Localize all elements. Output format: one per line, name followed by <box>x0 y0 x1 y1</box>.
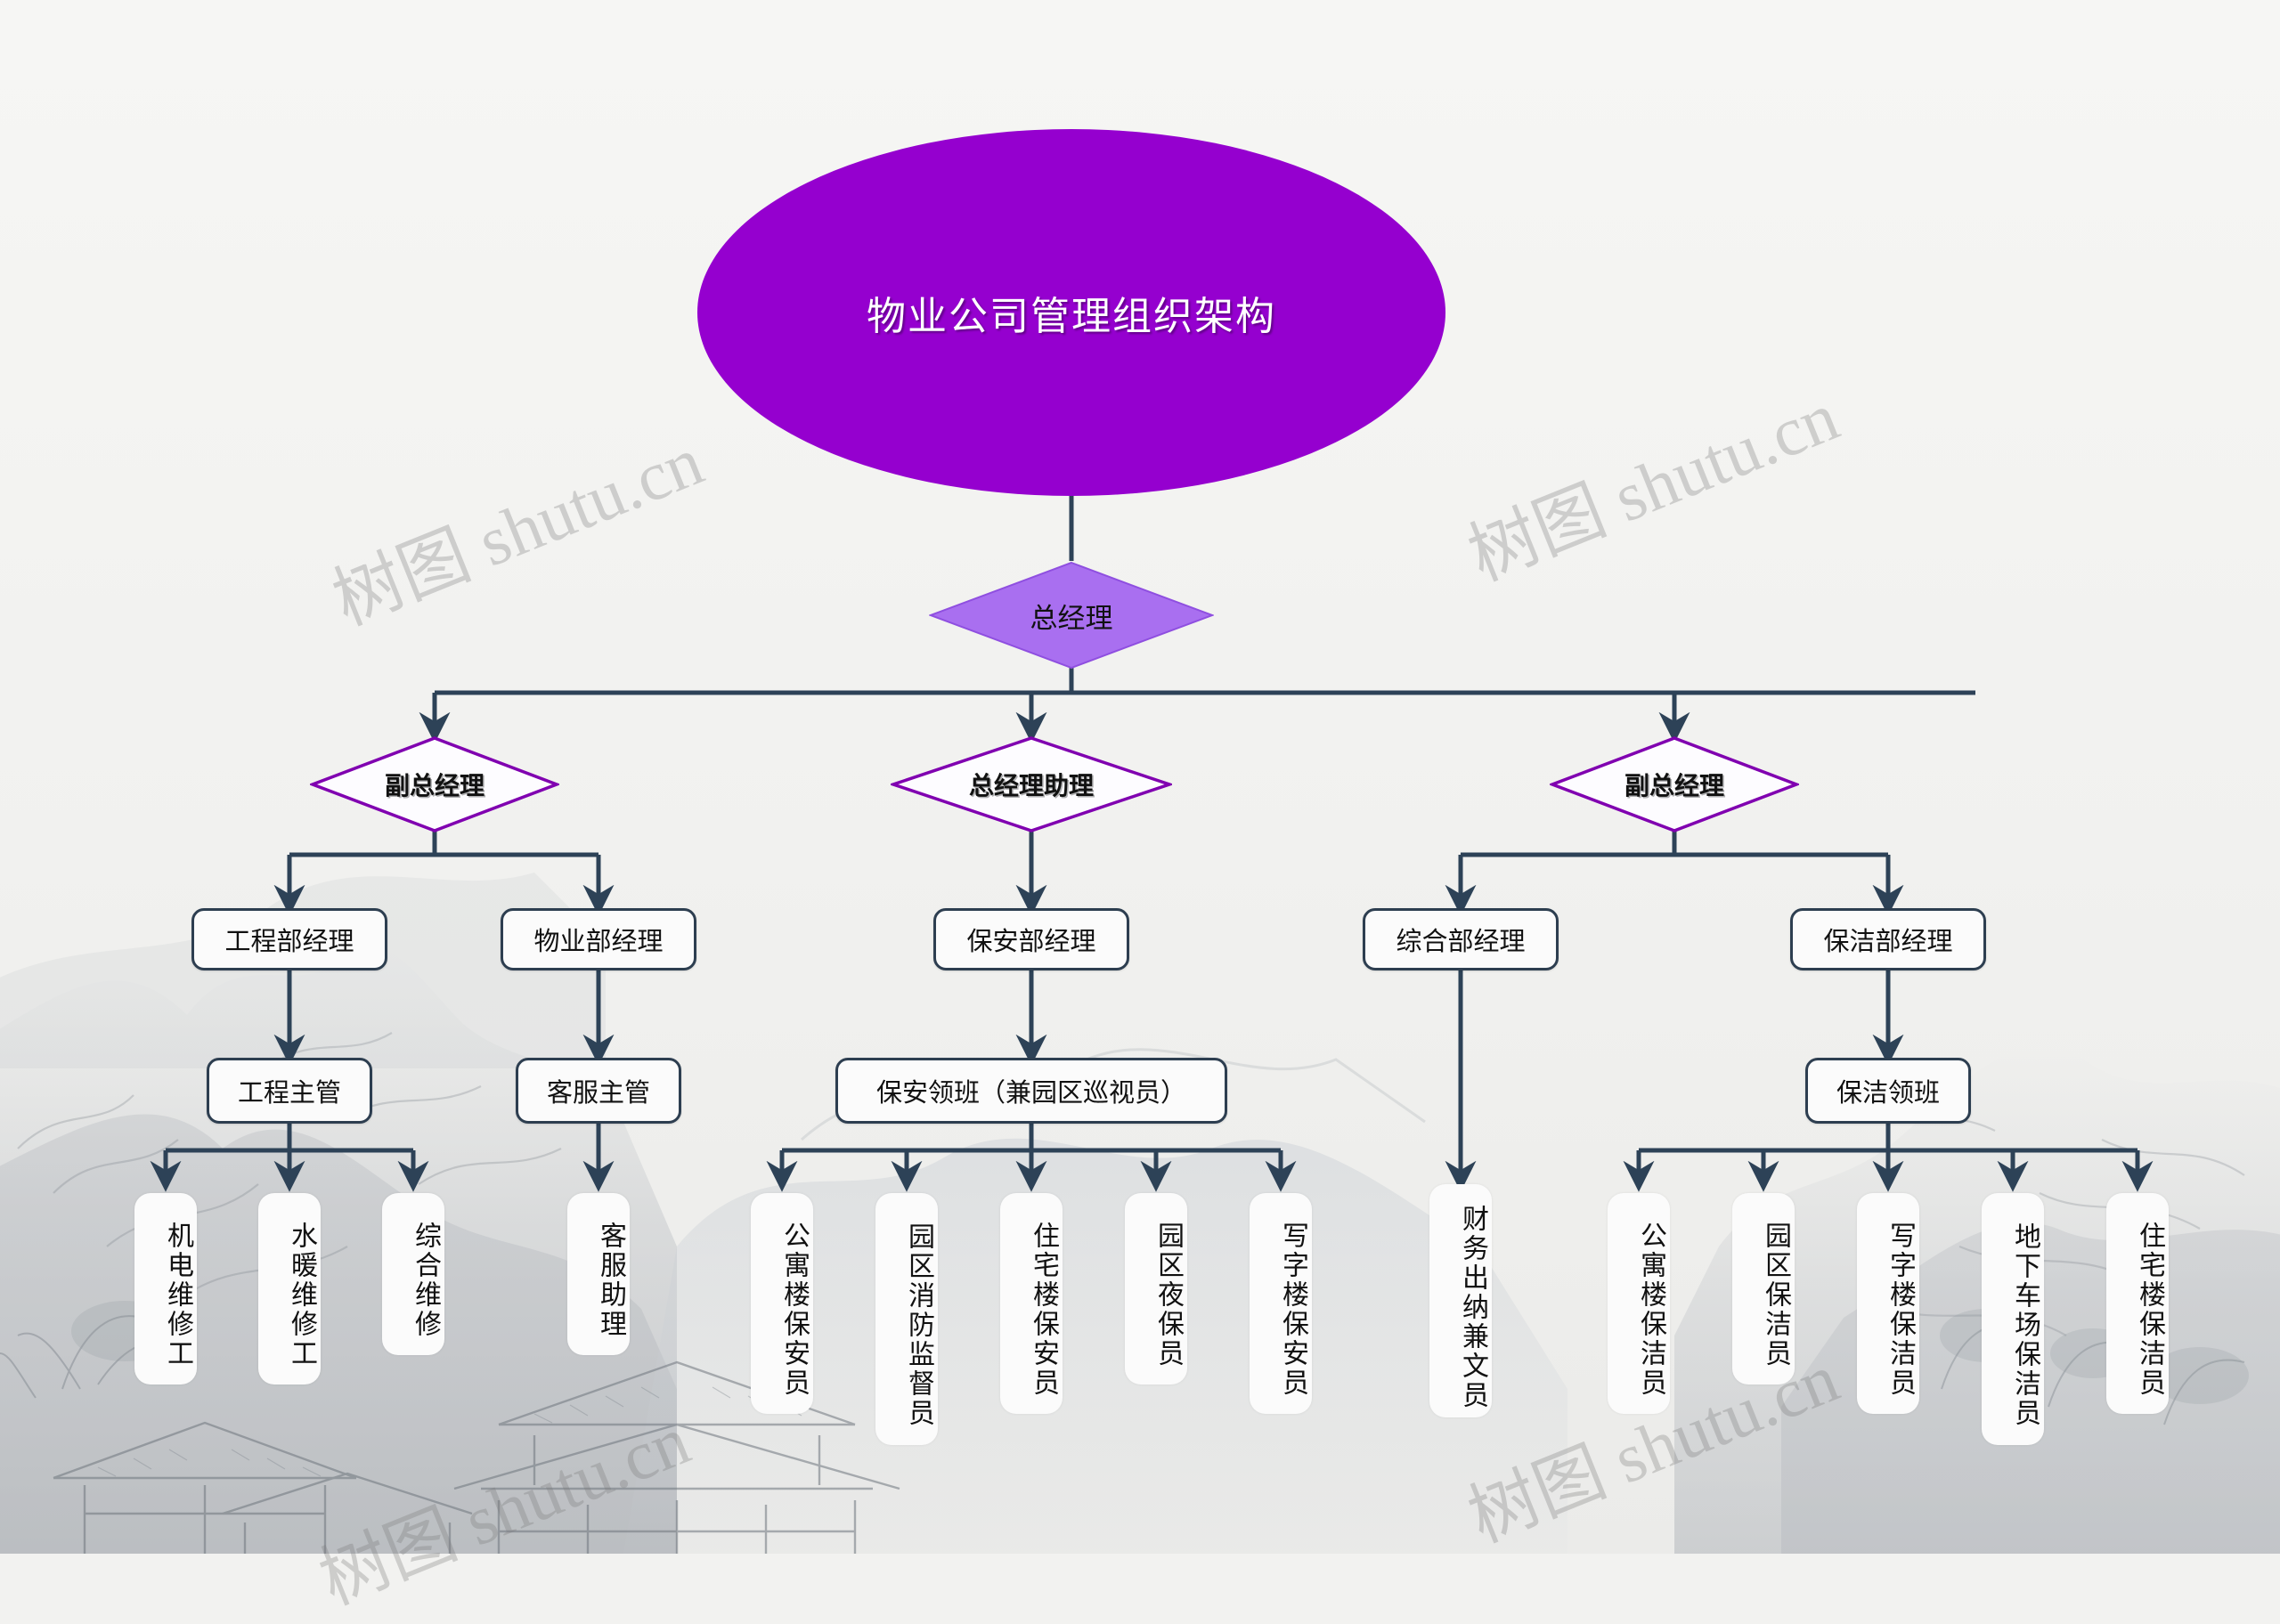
node-deputy-gm-right[interactable]: 副总经理 <box>1550 735 1799 833</box>
node-plumbing-heating-repair-label: 水暖维修工 <box>287 1222 316 1368</box>
node-security-foreman-label: 保安领班（兼园区巡视员） <box>875 1079 1186 1108</box>
node-residential-cleaner[interactable]: 住宅楼保洁员 <box>2106 1193 2169 1414</box>
node-garage-cleaner[interactable]: 地下车场保洁员 <box>1982 1193 2044 1445</box>
node-apartment-security-guard[interactable]: 公寓楼保安员 <box>751 1193 813 1414</box>
node-garage-cleaner-label: 地下车场保洁员 <box>2010 1222 2040 1428</box>
node-cleaning-foreman-label: 保洁领班 <box>1836 1079 1940 1108</box>
node-cs-assistant-label: 客服助理 <box>596 1222 625 1339</box>
node-office-cleaner-label: 写字楼保洁员 <box>1885 1222 1915 1398</box>
node-gm-assistant-label: 总经理助理 <box>968 772 1094 800</box>
org-chart: 物业公司管理组织架构 总经理 副总经理 总经理助理 副总经理 工程部经理 物业部… <box>134 129 2169 1445</box>
node-deputy-gm-right-label: 副总经理 <box>1624 772 1724 800</box>
node-campus-fire-supervisor-label: 园区消防监督员 <box>904 1222 933 1428</box>
node-general-affairs-manager[interactable]: 综合部经理 <box>1363 908 1559 970</box>
node-general-repair[interactable]: 综合维修 <box>382 1193 444 1355</box>
node-engineering-manager-label: 工程部经理 <box>224 928 354 956</box>
node-cs-supervisor-label: 客服主管 <box>546 1079 650 1108</box>
node-gm-assistant[interactable]: 总经理助理 <box>891 735 1172 833</box>
node-root-title[interactable]: 物业公司管理组织架构 <box>697 129 1445 496</box>
node-cleaning-manager[interactable]: 保洁部经理 <box>1790 908 1986 970</box>
node-engineering-supervisor-label: 工程主管 <box>237 1079 341 1108</box>
node-residential-security-guard-label: 住宅楼保安员 <box>1029 1222 1058 1398</box>
node-property-manager[interactable]: 物业部经理 <box>501 908 696 970</box>
node-apartment-security-guard-label: 公寓楼保安员 <box>779 1222 809 1398</box>
node-finance-cashier-clerk[interactable]: 财务出纳兼文员 <box>1429 1184 1492 1417</box>
node-campus-cleaner-label: 园区保洁员 <box>1761 1222 1790 1368</box>
node-office-cleaner[interactable]: 写字楼保洁员 <box>1857 1193 1919 1414</box>
node-engineering-supervisor[interactable]: 工程主管 <box>207 1058 372 1124</box>
node-campus-fire-supervisor[interactable]: 园区消防监督员 <box>875 1193 938 1445</box>
node-deputy-gm-left[interactable]: 副总经理 <box>310 735 559 833</box>
node-campus-cleaner[interactable]: 园区保洁员 <box>1732 1193 1795 1384</box>
node-office-security-guard[interactable]: 写字楼保安员 <box>1250 1193 1312 1414</box>
node-residential-cleaner-label: 住宅楼保洁员 <box>2135 1222 2164 1398</box>
node-apartment-cleaner[interactable]: 公寓楼保洁员 <box>1608 1193 1670 1414</box>
node-residential-security-guard[interactable]: 住宅楼保安员 <box>1000 1193 1063 1414</box>
node-deputy-gm-left-label: 副总经理 <box>384 772 484 800</box>
node-general-manager-label: 总经理 <box>1030 602 1113 634</box>
node-engineering-manager[interactable]: 工程部经理 <box>191 908 387 970</box>
node-security-manager-label: 保安部经理 <box>966 928 1096 956</box>
node-general-manager[interactable]: 总经理 <box>929 561 1214 670</box>
node-electromechanical-repair[interactable]: 机电维修工 <box>134 1193 197 1384</box>
node-property-manager-label: 物业部经理 <box>533 928 664 956</box>
node-campus-night-guard-label: 园区夜保员 <box>1153 1222 1183 1368</box>
node-campus-night-guard[interactable]: 园区夜保员 <box>1125 1193 1187 1384</box>
node-office-security-guard-label: 写字楼保安员 <box>1278 1222 1307 1398</box>
node-plumbing-heating-repair[interactable]: 水暖维修工 <box>258 1193 321 1384</box>
node-cleaning-foreman[interactable]: 保洁领班 <box>1805 1058 1971 1124</box>
node-electromechanical-repair-label: 机电维修工 <box>163 1222 192 1368</box>
node-root-label: 物业公司管理组织架构 <box>867 295 1276 338</box>
node-general-affairs-manager-label: 综合部经理 <box>1396 928 1526 956</box>
node-cs-assistant[interactable]: 客服助理 <box>567 1193 630 1355</box>
node-general-repair-label: 综合维修 <box>411 1222 440 1339</box>
node-apartment-cleaner-label: 公寓楼保洁员 <box>1636 1222 1665 1398</box>
node-security-foreman[interactable]: 保安领班（兼园区巡视员） <box>835 1058 1227 1124</box>
node-security-manager[interactable]: 保安部经理 <box>933 908 1129 970</box>
node-cleaning-manager-label: 保洁部经理 <box>1823 928 1953 956</box>
node-cs-supervisor[interactable]: 客服主管 <box>516 1058 681 1124</box>
node-finance-cashier-clerk-label: 财务出纳兼文员 <box>1458 1204 1487 1410</box>
